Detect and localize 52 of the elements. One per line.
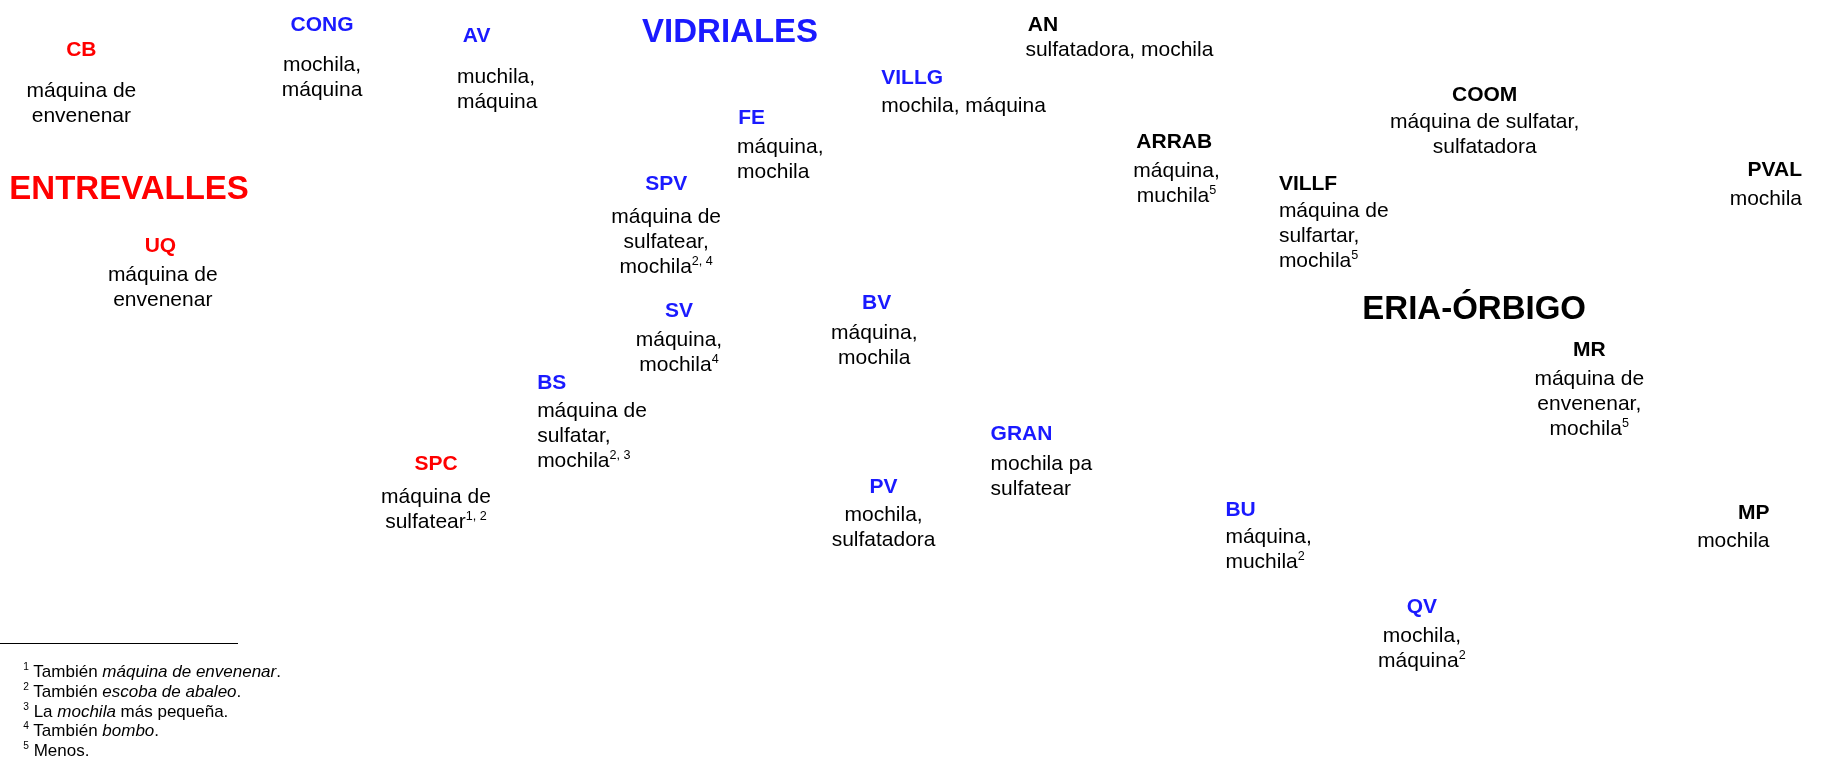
- footnote: $^{3}$ La mochila más pequeña.: [23, 702, 229, 721]
- footnote: $^{1}$ También máquina de envenenar.: [23, 663, 281, 681]
- locality-code: CONG: [289, 10, 355, 36]
- term-text: mochila, máquina: [881, 92, 1047, 118]
- locality-code: BU: [1225, 495, 1257, 521]
- region-name: VIDRIALES: [641, 12, 820, 51]
- locality-code: SPC: [413, 450, 459, 476]
- locality-code: PVAL: [1746, 156, 1803, 182]
- term-text: muchila, máquina: [456, 63, 539, 114]
- term-text: máquina, mochila$^{4}$: [634, 325, 724, 376]
- term-text: sulfatadora, mochila: [1025, 36, 1215, 62]
- locality-code: UQ: [143, 231, 178, 257]
- term-text: mochila, máquina$^{2}$: [1377, 622, 1467, 673]
- locality-code: AV: [461, 22, 492, 48]
- region-name: ENTREVALLES: [9, 169, 250, 208]
- term-text: máquina de sulfatear$^{1, 2}$: [380, 482, 492, 533]
- term-text: máquina de sulfatar, sulfatadora: [1389, 108, 1581, 159]
- term-text: mochila, máquina: [280, 51, 364, 102]
- footnote: $^{4}$ También bombo.: [23, 722, 160, 741]
- term-text: mochila pa sulfatear: [990, 450, 1094, 501]
- locality-code: SV: [663, 296, 694, 322]
- locality-code: BS: [537, 368, 568, 394]
- locality-code: ARRAB: [1135, 128, 1214, 154]
- locality-code: PV: [868, 473, 899, 499]
- locality-code: MR: [1571, 336, 1607, 362]
- term-text: máquina de sulfatar, mochila$^{2, 3}$: [537, 396, 648, 472]
- locality-code: FE: [738, 103, 767, 129]
- term-text: mochila: [1696, 526, 1770, 552]
- term-text: máquina de sulfartar, mochila$^{5}$: [1278, 196, 1390, 272]
- term-text: máquina de envenenar: [25, 77, 138, 127]
- term-text: máquina de envenenar, mochila$^{5}$: [1533, 365, 1646, 441]
- locality-code: COOM: [1451, 80, 1519, 106]
- term-text: máquina, muchila$^{5}$: [1132, 157, 1221, 208]
- locality-code: QV: [1405, 593, 1439, 619]
- term-text: mochila: [1728, 185, 1803, 211]
- locality-code: GRAN: [990, 420, 1054, 445]
- region-name: ERIA-ÓRBIGO: [1361, 289, 1588, 328]
- locality-code: VILLG: [881, 64, 945, 90]
- term-text: máquina, mochila: [737, 132, 825, 183]
- term-text: máquina, muchila$^{2}$: [1225, 523, 1313, 574]
- locality-code: BV: [861, 288, 893, 314]
- locality-code: VILLF: [1278, 170, 1339, 196]
- term-text: máquina de sulfatear, mochila$^{2, 4}$: [610, 202, 723, 278]
- locality-code: CB: [65, 36, 98, 62]
- locality-code: SPV: [644, 170, 689, 196]
- term-text: máquina, mochila: [830, 318, 919, 369]
- footnote: $^{5}$ Menos.: [23, 742, 90, 761]
- locality-code: AN: [1027, 10, 1060, 36]
- locality-code: MP: [1737, 499, 1770, 525]
- footnote: $^{2}$ También escoba de abaleo.: [23, 682, 242, 701]
- term-text: mochila, sulfatadora: [830, 501, 937, 552]
- term-text: máquina de envenenar: [106, 260, 219, 311]
